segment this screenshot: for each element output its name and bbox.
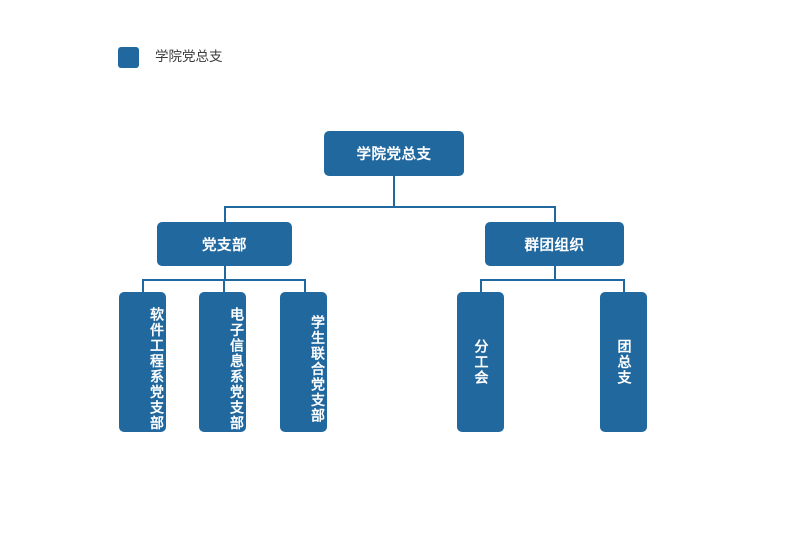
- node-leaf-youth-league[interactable]: 团总支: [600, 292, 647, 432]
- node-branch-left[interactable]: 党支部: [157, 222, 292, 266]
- connector-root-stem: [393, 176, 395, 206]
- node-branch-right-label: 群团组织: [524, 237, 585, 254]
- connector-left-branch-stem: [224, 266, 226, 280]
- connector-right-leaf-bus: [480, 279, 625, 281]
- node-leaf-student-union-branch[interactable]: 学生联合党支部: [280, 292, 327, 432]
- node-leaf-4-label: 分工会: [472, 338, 489, 386]
- node-root-label: 学院党总支: [356, 147, 432, 163]
- node-leaf-1-label: 软件工程系党支部: [148, 307, 164, 431]
- node-branch-left-label: 党支部: [202, 237, 247, 254]
- connector-drop-leaf-5: [623, 279, 625, 293]
- legend-label: 学院党总支: [155, 49, 223, 65]
- connector-drop-leaf-4: [480, 279, 482, 293]
- connector-right-branch-stem: [554, 266, 556, 280]
- node-leaf-branch-union[interactable]: 分工会: [457, 292, 504, 432]
- legend-color-swatch: [118, 47, 139, 68]
- node-leaf-3-label: 学生联合党支部: [309, 314, 325, 424]
- connector-drop-leaf-1: [142, 279, 144, 293]
- node-root[interactable]: 学院党总支: [324, 131, 464, 176]
- connector-drop-leaf-3: [304, 279, 306, 293]
- node-leaf-electronic-information[interactable]: 电子信息系党支部: [199, 292, 246, 432]
- connector-level2-bus: [224, 206, 555, 208]
- connector-drop-branch-right: [554, 206, 556, 222]
- legend: 学院党总支: [118, 47, 223, 68]
- connector-drop-leaf-2: [223, 279, 225, 293]
- node-leaf-software-engineering[interactable]: 软件工程系党支部: [119, 292, 166, 432]
- connector-drop-branch-left: [224, 206, 226, 222]
- node-leaf-5-label: 团总支: [615, 338, 632, 386]
- node-leaf-2-label: 电子信息系党支部: [228, 307, 244, 431]
- node-branch-right[interactable]: 群团组织: [485, 222, 624, 266]
